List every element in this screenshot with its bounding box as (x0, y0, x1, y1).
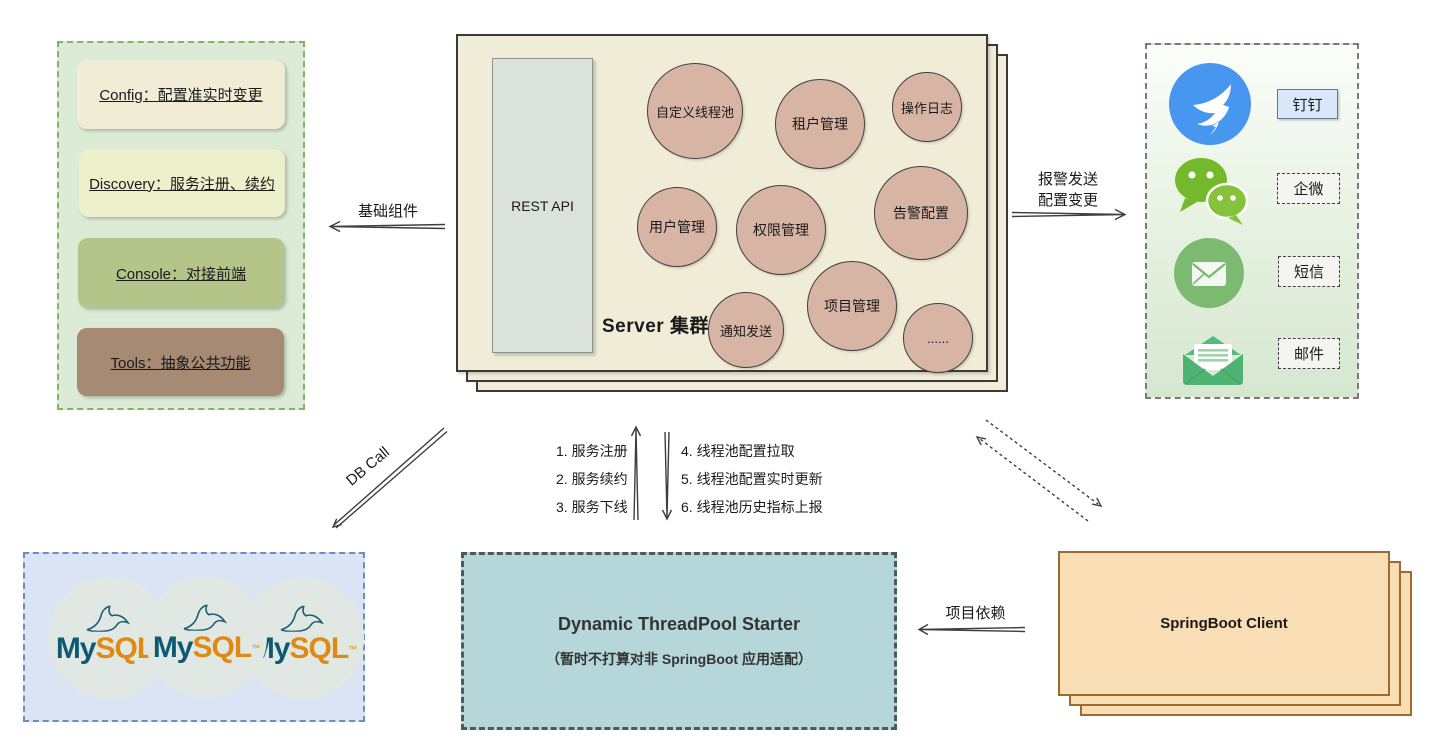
mysql-node: MySQL™ (145, 576, 267, 698)
module-user: 用户管理 (637, 187, 717, 267)
springboot-client-box: SpringBoot Client (1058, 551, 1390, 696)
channel-label-dingtalk: 钉钉 (1277, 89, 1338, 119)
module-alert-config: 告警配置 (874, 166, 968, 260)
channel-label-sms: 短信 (1278, 256, 1340, 287)
channel-label-wechat-work: 企微 (1277, 173, 1340, 204)
sms-icon (1174, 238, 1244, 308)
threadpool-step-5: 5. 线程池配置实时更新 (681, 471, 823, 487)
module-permission: 权限管理 (736, 185, 826, 275)
mysql-cluster-panel: MySQL™ MySQL™ MySQL™ (23, 552, 365, 722)
component-item-discovery: Discovery：服务注册、续约 (79, 149, 285, 217)
module-threadpool: 自定义线程池 (647, 63, 743, 159)
module-project: 项目管理 (807, 261, 897, 351)
project-dependency-label: 项目依赖 (945, 605, 1006, 622)
register-step-3: 3. 服务下线 (556, 499, 628, 515)
mysql-dolphin-icon (183, 604, 228, 631)
module-more: ...... (903, 303, 973, 373)
component-item-tools: Tools：抽象公共功能 (77, 328, 284, 396)
channel-label-email: 邮件 (1278, 338, 1340, 369)
client-fetch-dashed-arrow (979, 438, 1089, 522)
project-dependency-arrow (919, 626, 1026, 633)
starter-title: Dynamic ThreadPool Starter (557, 613, 801, 634)
mysql-dolphin-icon (86, 605, 131, 632)
alert-send-arrow (1011, 211, 1125, 218)
db-call-label: DB Call (343, 443, 393, 490)
module-oplog: 操作日志 (892, 72, 962, 142)
base-components-panel: Config：配置准实时变更 Discovery：服务注册、续约 Console… (57, 41, 305, 410)
register-step-2: 2. 服务续约 (556, 471, 628, 487)
rest-api-block: REST API (492, 58, 593, 353)
module-notify: 通知发送 (708, 292, 784, 368)
mysql-dolphin-icon (280, 605, 325, 632)
threadpool-config-arrow (664, 431, 670, 518)
alert-send-label: 报警发送 配置变更 (1037, 171, 1098, 209)
service-register-arrow (633, 428, 639, 521)
mysql-logo: MySQL™ (242, 605, 364, 668)
threadpool-starter-box: Dynamic ThreadPool Starter （暂时不打算对非 Spri… (461, 552, 897, 730)
wechat-work-icon (1172, 156, 1252, 226)
threadpool-step-4: 4. 线程池配置拉取 (681, 443, 795, 459)
component-item-config: Config：配置准实时变更 (77, 60, 285, 129)
server-cluster-label: Server 集群 (602, 316, 709, 337)
base-components-arrow (330, 223, 446, 230)
register-step-1: 1. 服务注册 (556, 443, 628, 459)
module-tenant: 租户管理 (775, 79, 865, 169)
threadpool-step-6: 6. 线程池历史指标上报 (681, 499, 823, 515)
component-item-console: Console：对接前端 (78, 238, 284, 308)
client-report-dashed-arrow (985, 419, 1099, 505)
starter-subtitle: （暂时不打算对非 SpringBoot 应用适配） (546, 650, 812, 667)
base-components-label: 基础组件 (357, 203, 418, 220)
dingtalk-icon (1169, 63, 1251, 145)
mysql-logo: MySQL™ (145, 604, 267, 667)
email-icon (1181, 333, 1245, 385)
